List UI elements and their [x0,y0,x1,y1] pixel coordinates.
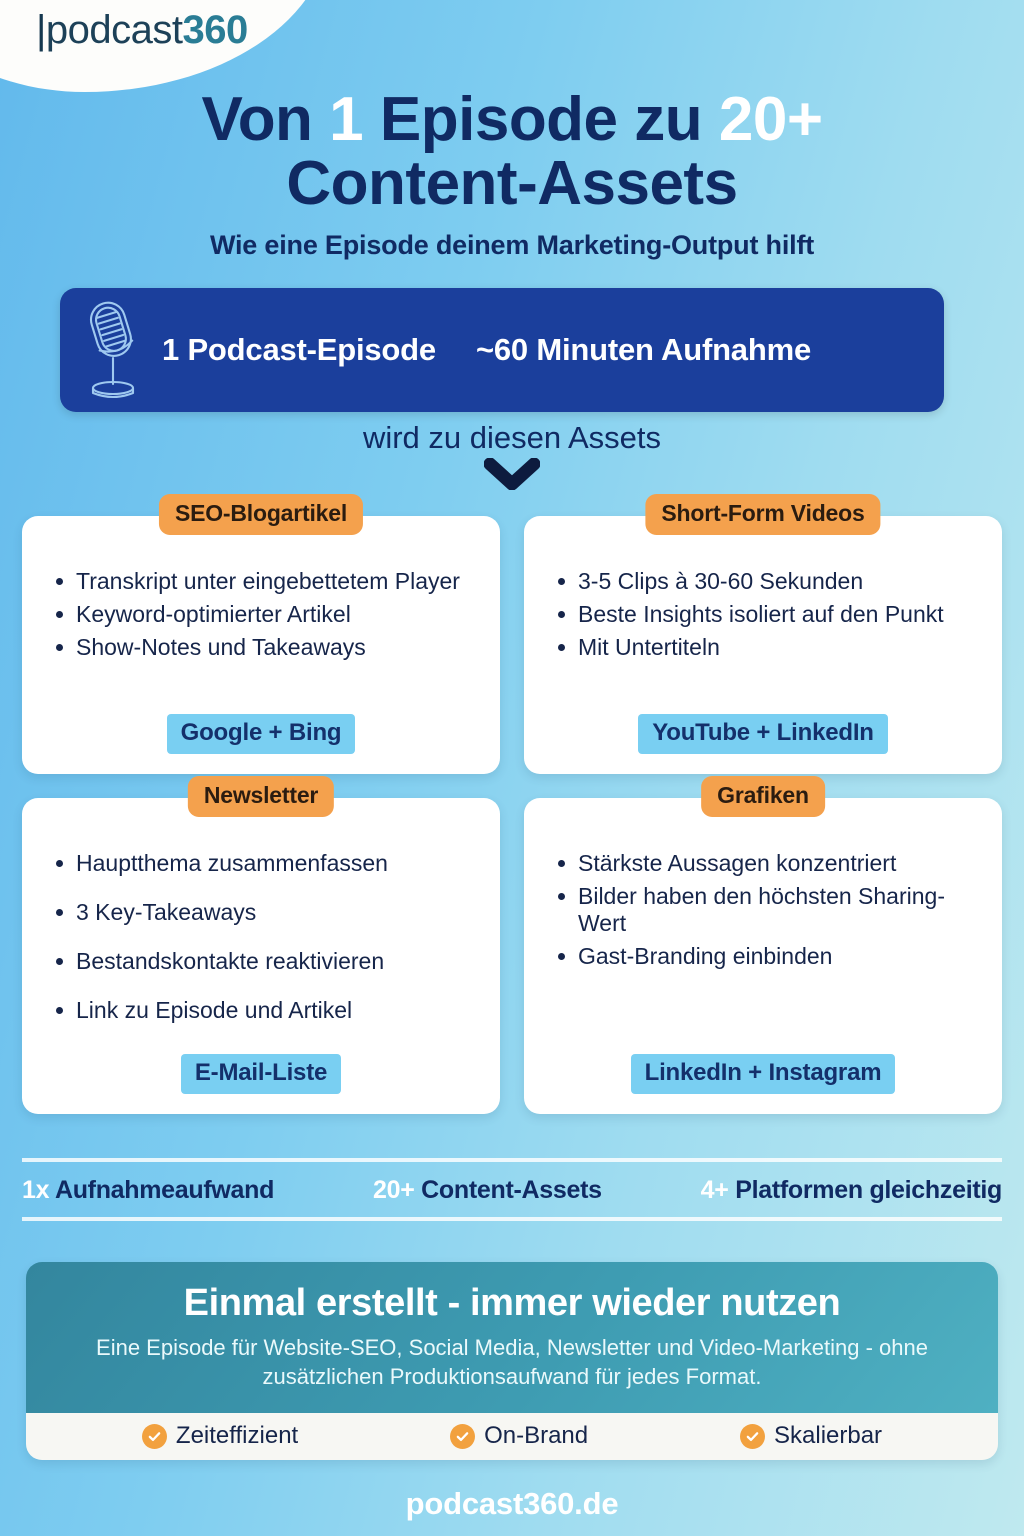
asset-card-grafiken: Grafiken Stärkste Aussagen konzentriert … [524,776,1002,1114]
card-badge: SEO-Blogartikel [158,494,364,535]
title-line-2: Content-Assets [286,148,738,218]
hero-label-episode: 1 Podcast-Episode [162,332,436,367]
title-part-1: Von [201,85,330,154]
stat-item: 1x Aufnahmeaufwand [22,1176,274,1205]
logo-bar-glyph: | [36,8,46,52]
check-circle-icon [450,1423,476,1449]
logo-number: 360 [182,8,249,52]
stat-label: Content-Assets [421,1176,602,1204]
title-highlight-2: 20+ [718,85,823,154]
platform-tag-wrap: LinkedIn + Instagram [542,1052,984,1094]
card-bullet-list: Transkript unter eingebettetem Player Ke… [50,568,482,667]
transition-block: wird zu diesen Assets [0,420,1024,495]
benefit-label: Zeiteffizient [175,1422,299,1450]
asset-card-short-form-videos: Short-Form Videos 3-5 Clips à 30-60 Seku… [524,494,1002,774]
list-item: Gast-Branding einbinden [552,943,984,970]
hero-labels: 1 Podcast-Episode ~60 Minuten Aufnahme [162,332,811,368]
list-item: Show-Notes und Takeaways [50,634,482,661]
cta-headline: Einmal erstellt - immer wieder nutzen [183,1282,841,1324]
benefit-chip: Skalierbar [740,1422,882,1450]
card-badge: Short-Form Videos [645,494,881,535]
cta-top: Einmal erstellt - immer wieder nutzen Ei… [26,1262,998,1414]
hero-banner: 1 Podcast-Episode ~60 Minuten Aufnahme [60,288,944,412]
transition-text: wird zu diesen Assets [362,420,662,455]
cta-benefits-bar: Zeiteffizient On-Brand Skalierbar [26,1413,998,1461]
card-bullet-list: Stärkste Aussagen konzentriert Bilder ha… [552,850,984,976]
stat-number: 20+ [373,1176,415,1204]
title-highlight-1: 1 [329,85,364,154]
card-badge: Newsletter [187,776,335,817]
brand-logo[interactable]: |podcast360 [36,8,248,53]
stat-item: 20+ Content-Assets [373,1176,602,1205]
platform-tag: LinkedIn + Instagram [630,1053,896,1094]
platform-tag-wrap: YouTube + LinkedIn [542,706,984,754]
stat-number: 4+ [700,1176,729,1204]
chevron-down-icon [0,457,1024,495]
benefit-label: On-Brand [484,1422,589,1450]
hero-label-duration: ~60 Minuten Aufnahme [475,332,811,367]
stat-item: 4+ Platformen gleichzeitig [700,1176,1003,1205]
title-part-2: Episode zu [363,85,719,154]
footer-url[interactable]: podcast360.de [405,1486,619,1521]
asset-card-newsletter: Newsletter Hauptthema zusammenfassen 3 K… [22,776,500,1114]
assets-grid: SEO-Blogartikel Transkript unter eingebe… [22,494,1002,1114]
asset-card-seo: SEO-Blogartikel Transkript unter eingebe… [22,494,500,774]
list-item: Mit Untertiteln [552,634,984,661]
cta-body-text: Eine Episode für Website-SEO, Social Med… [96,1335,928,1390]
stat-label: Aufnahmeaufwand [54,1176,275,1204]
list-item: Bestandskontakte reaktivieren [50,948,482,975]
list-item: Stärkste Aussagen konzentriert [552,850,984,877]
platform-tag: E-Mail-Liste [180,1053,342,1094]
list-item: 3-5 Clips à 30-60 Sekunden [552,568,984,595]
list-item: Keyword-optimierter Artikel [50,601,482,628]
check-circle-icon [141,1423,167,1449]
logo-word: podcast [45,8,183,52]
benefit-label: Skalierbar [774,1422,883,1450]
card-bullet-list: Hauptthema zusammenfassen 3 Key-Takeaway… [50,850,482,1046]
list-item: Transkript unter eingebettetem Player [50,568,482,595]
cta-box: Einmal erstellt - immer wieder nutzen Ei… [26,1262,998,1461]
card-bullet-list: 3-5 Clips à 30-60 Sekunden Beste Insight… [552,568,984,667]
platform-tag-wrap: E-Mail-Liste [40,1046,482,1094]
list-item: Link zu Episode und Artikel [50,997,482,1024]
page-title: Von 1 Episode zu 20+ Content-Assets [0,88,1024,216]
stat-label: Platformen gleichzeitig [735,1176,1002,1204]
benefit-chip: Zeiteffizient [141,1422,299,1450]
header-block: Von 1 Episode zu 20+ Content-Assets Wie … [0,88,1024,261]
page-subtitle: Wie eine Episode deinem Marketing-Output… [209,229,815,260]
platform-tag: Google + Bing [166,714,356,754]
list-item: Beste Insights isoliert auf den Punkt [552,601,984,628]
list-item: Hauptthema zusammenfassen [50,850,482,877]
check-circle-icon [740,1423,765,1449]
stat-number: 1x [22,1176,50,1204]
platform-tag: YouTube + LinkedIn [638,714,888,754]
card-badge: Grafiken [701,776,825,817]
stats-strip: 1x Aufnahmeaufwand 20+ Content-Assets 4+… [22,1158,1002,1221]
list-item: 3 Key-Takeaways [50,899,482,926]
platform-tag-wrap: Google + Bing [40,706,482,754]
microphone-icon [74,296,152,405]
list-item: Bilder haben den höchsten Sharing-Wert [552,883,984,937]
benefit-chip: On-Brand [450,1422,588,1450]
